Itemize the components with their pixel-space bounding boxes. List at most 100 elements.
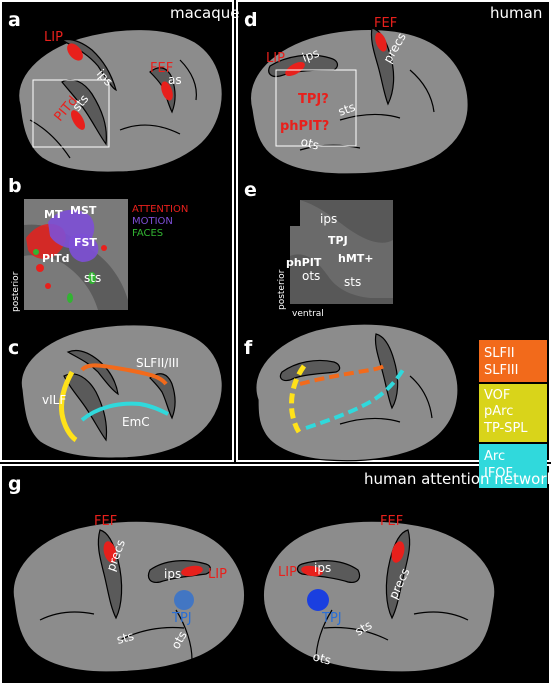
label-ots-d: ots [299,134,320,152]
label-ips-d: ips [300,46,321,65]
fold [299,144,361,151]
emc-tract [80,401,169,422]
faces-dot [88,272,96,284]
legend-arc: Arc [484,449,505,464]
arcuate-sulcus-c [149,373,176,420]
label-lip-d: LIP [266,51,285,66]
lip-region-g-left [181,565,203,577]
fef-region-d [375,32,387,52]
label-fef-g-right: FEF [380,514,403,529]
pitd-region [71,110,85,130]
panel-letter-b: b [8,175,22,197]
fold [323,626,389,641]
ips-sulcus-g-right [296,560,361,583]
label-sts-g-left: sts [115,629,135,647]
attention-dot [45,283,51,289]
label-emc: EmC [122,415,150,429]
slf-tract-f [299,364,385,386]
panel-a [18,28,223,173]
label-tpj-g-left: TPJ [171,611,192,626]
human-brain-f [255,323,459,462]
fold [29,119,71,159]
macaque-brain-c [20,324,223,459]
label-sts-e: sts [344,275,361,289]
label-ventral-e: ventral [292,309,324,319]
legend-faces: FACES [132,228,163,239]
faces-dot [67,293,73,303]
panel-b [24,199,128,310]
precs-sulcus-f [374,333,399,410]
legend-ifof: IFOF [484,466,513,481]
label-phpit-e: phPIT [286,256,322,269]
legend-swatch-arc [479,444,547,488]
fef-region [161,81,173,101]
tract-legend [479,340,547,488]
panel-letter-g: g [8,473,22,495]
label-lip-g-right: LIP [278,565,297,580]
legend-swatch-slf [479,340,547,382]
ips-sulcus-f [279,359,341,382]
label-hmt-e: hMT+ [338,252,374,265]
sts-sulcus [61,79,107,146]
panel-title-attention-networks: human attention networks [364,470,551,488]
legend-attention: ATTENTION [132,204,188,215]
fold [413,611,469,621]
arc-tract-f [305,366,406,430]
label-sts-b: sts [84,271,101,285]
fold [339,417,401,425]
panel-c [20,324,223,459]
faces-dot [33,249,39,255]
fold [175,609,193,661]
fold [39,611,95,621]
panel-g-left-brain [12,520,246,673]
fold [119,124,181,135]
macaque-brain-a [18,28,223,173]
label-fef-d: FEF [374,16,397,31]
label-lip-g-left: LIP [208,567,227,582]
label-mt: MT [44,208,63,221]
panel-title-macaque: macaque [170,4,240,22]
fold [339,113,401,121]
zoom-box-a [32,79,110,148]
label-posterior-e: posterior [277,269,287,310]
label-fef-g-left: FEF [94,514,117,529]
fold [179,59,197,101]
fef-region-g-right [391,541,405,563]
label-ots-g-right: ots [311,649,332,667]
tpj-region-g-left [174,590,194,610]
panel-f [255,323,459,462]
label-tpj-e: TPJ [328,234,348,247]
tpj-region-g-right [307,589,329,611]
label-vilf: vILF [42,393,66,407]
panel-g-right-brain [262,520,496,673]
lip-region-d [285,62,305,76]
arcuate-sulcus [149,67,176,114]
slf-tract [80,363,168,386]
attention-dot [36,264,44,272]
label-pitd-b: PITd [42,252,70,265]
label-as: as [168,73,182,87]
panel-title-human: human [490,4,542,22]
human-brain-g-left [12,520,246,673]
legend-vof: VOF [484,388,510,403]
legend-motion: MOTION [132,216,173,227]
panel-letter-a: a [8,9,21,31]
vof-tract-f [289,364,307,438]
label-mst: MST [70,204,97,217]
flatmap-e-dark [300,200,393,243]
sts-sulcus-c [63,373,108,442]
label-tpj-d: TPJ? [298,92,329,107]
label-tpj-g-right: TPJ [321,611,342,626]
label-fst: FST [74,236,97,249]
label-lip: LIP [44,30,63,45]
label-slf: SLFII/III [136,356,179,370]
label-fef: FEF [150,61,173,76]
legend-parc: pArc [484,404,513,419]
legend-slfii: SLFII [484,346,515,361]
panel-d [250,27,469,175]
label-sts-d: sts [336,100,357,119]
label-phpit-d: phPIT? [280,119,329,134]
label-ips-g-left: ips [164,567,181,581]
panel-e [290,200,393,304]
